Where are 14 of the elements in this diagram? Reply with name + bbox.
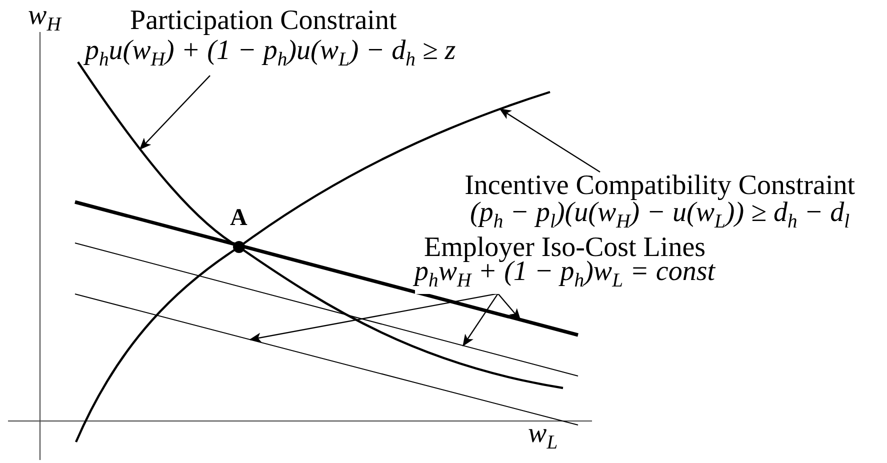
constraint-heading: Employer Iso-Cost Lines: [423, 236, 707, 260]
constraint-heading: Participation Constraint: [130, 6, 398, 36]
point-label: A: [230, 205, 248, 232]
horizontal-axis-label: w$_{L}$: [528, 418, 558, 455]
iso-cost-line: [74, 294, 578, 426]
constraint-heading: Incentive Compatibility Constraint: [464, 172, 855, 199]
leader-arrow: [499, 108, 600, 172]
formula: (p$_{h}$ − p$_{l}$)(u(w$_{H}$) − u(w$_{L}$)) ≥ d$_{h}$ − d$_{l}$: [469, 199, 851, 235]
vertical-axis-label: w$_{H}$: [28, 0, 61, 37]
leader-arrow: [462, 293, 498, 346]
leader-arrow: [498, 293, 521, 320]
formula: p$_{h}$u(w$_{H}$) + (1 − p$_{h}$)u(w$_{L}$) − d$_{h}$ ≥ z: [85, 36, 456, 73]
leader-arrow: [139, 75, 210, 150]
leader-arrow: [249, 293, 498, 343]
